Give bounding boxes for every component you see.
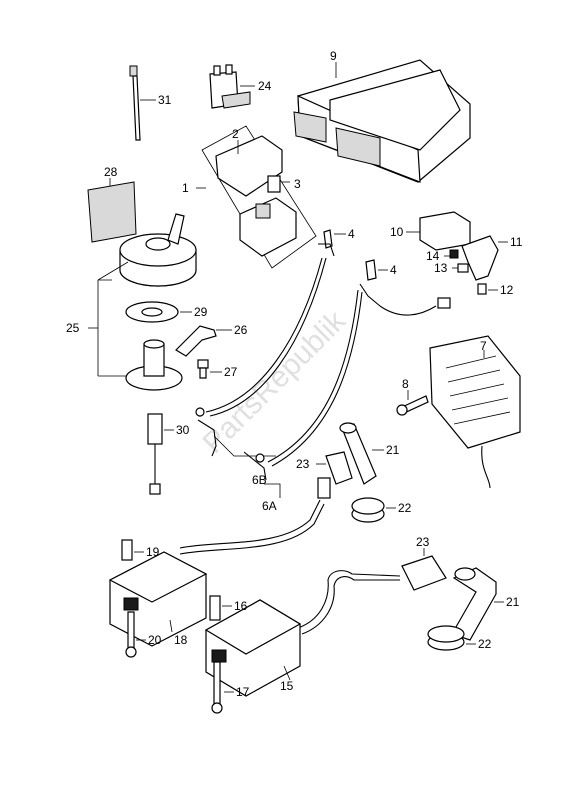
callout-28[interactable]: 28 — [104, 165, 118, 179]
callout-31[interactable]: 31 — [158, 93, 172, 107]
callout-21-lower[interactable]: 21 — [506, 595, 520, 609]
callout-24[interactable]: 24 — [258, 79, 272, 93]
ground-cable-6b — [195, 243, 335, 457]
ignition-coil-18 — [108, 477, 331, 658]
callout-7[interactable]: 7 — [480, 339, 487, 353]
bolt-4-lower — [365, 259, 388, 281]
nut-13 — [452, 263, 469, 273]
plug-cap-21-upper — [339, 422, 384, 485]
callout-21-upper[interactable]: 21 — [386, 443, 400, 457]
clip-12 — [477, 283, 498, 295]
callout-6b[interactable]: 6B — [252, 473, 267, 487]
callout-8[interactable]: 8 — [402, 377, 409, 391]
relay-24 — [209, 64, 255, 109]
callout-22-upper[interactable]: 22 — [398, 501, 412, 515]
pad-28 — [87, 178, 137, 243]
plug-cap-21-lower — [451, 567, 504, 641]
callout-18[interactable]: 18 — [174, 633, 188, 647]
seal-23-lower — [401, 548, 447, 591]
callout-9[interactable]: 9 — [330, 49, 337, 63]
callout-15[interactable]: 15 — [280, 679, 294, 693]
callout-16[interactable]: 16 — [234, 599, 248, 613]
callout-17[interactable]: 17 — [236, 685, 250, 699]
callout-3[interactable]: 3 — [294, 177, 301, 191]
callout-25[interactable]: 25 — [66, 321, 80, 335]
callout-30[interactable]: 30 — [176, 423, 190, 437]
grommet-22-upper — [351, 497, 396, 523]
bolt-4-upper — [323, 229, 346, 249]
callout-26[interactable]: 26 — [234, 323, 248, 337]
callout-10[interactable]: 10 — [390, 225, 404, 239]
callout-4-lower[interactable]: 4 — [390, 263, 397, 277]
callout-11[interactable]: 11 — [510, 235, 523, 249]
callout-6a[interactable]: 6A — [262, 499, 277, 513]
callout-23-lower[interactable]: 23 — [416, 535, 430, 549]
callout-4-upper[interactable]: 4 — [348, 227, 355, 241]
callout-2[interactable]: 2 — [232, 127, 239, 141]
grommet-22-lower — [427, 625, 476, 651]
callout-1[interactable]: 1 — [182, 181, 189, 195]
callout-19[interactable]: 19 — [146, 545, 160, 559]
sensor-assembly-25 — [88, 213, 232, 495]
callout-13[interactable]: 13 — [434, 261, 448, 275]
seal-23-upper — [316, 451, 353, 485]
ignition-coil-15 — [204, 570, 401, 714]
watermark: PartsRepublik — [197, 304, 353, 460]
callout-14[interactable]: 14 — [426, 249, 440, 263]
callout-22-lower[interactable]: 22 — [478, 637, 492, 651]
regulator-7 — [429, 335, 521, 489]
callout-20[interactable]: 20 — [148, 633, 162, 647]
cable-tie-31 — [129, 65, 156, 141]
bracket-11 — [461, 235, 508, 281]
ground-cable-6a — [243, 283, 451, 498]
module-10 — [406, 211, 471, 251]
bolt-8 — [396, 390, 429, 416]
callout-27[interactable]: 27 — [224, 365, 238, 379]
callout-29[interactable]: 29 — [194, 305, 208, 319]
starter-relay-group-1 — [196, 125, 317, 269]
callout-12[interactable]: 12 — [500, 283, 514, 297]
ecu-9 — [293, 59, 471, 183]
screw-14 — [444, 249, 459, 259]
callout-23-upper[interactable]: 23 — [296, 457, 310, 471]
